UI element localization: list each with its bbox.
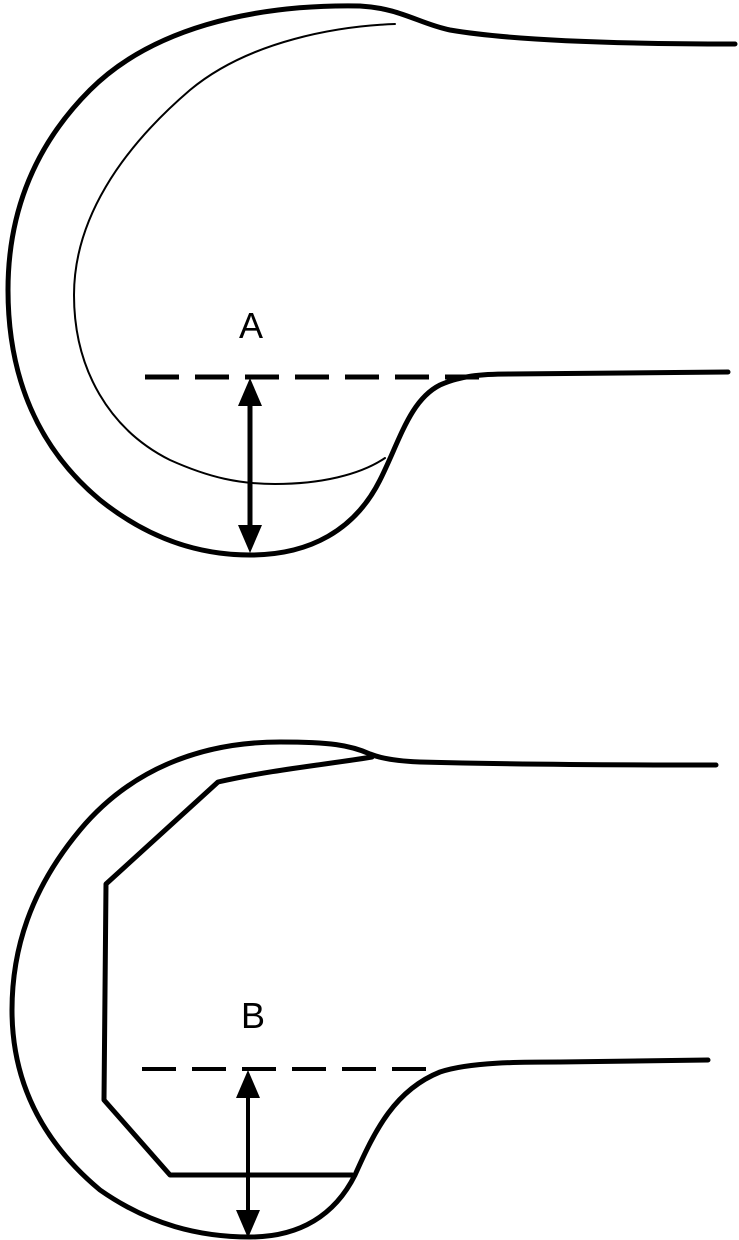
panel-a bbox=[5, 3, 738, 558]
outer-profile-a bbox=[5, 3, 738, 558]
dimension-label-b: B bbox=[240, 995, 266, 1036]
arrow-down-icon bbox=[236, 1210, 260, 1238]
inner-profile-a bbox=[73, 23, 396, 485]
panel-b bbox=[9, 739, 719, 1240]
dimension-label-a: A bbox=[238, 305, 264, 346]
outer-profile-b bbox=[9, 739, 719, 1240]
arrow-up-icon bbox=[236, 1070, 260, 1098]
inner-profile-b bbox=[101, 754, 375, 1178]
arrow-up-icon bbox=[238, 378, 262, 406]
arrow-down-icon bbox=[238, 525, 262, 553]
